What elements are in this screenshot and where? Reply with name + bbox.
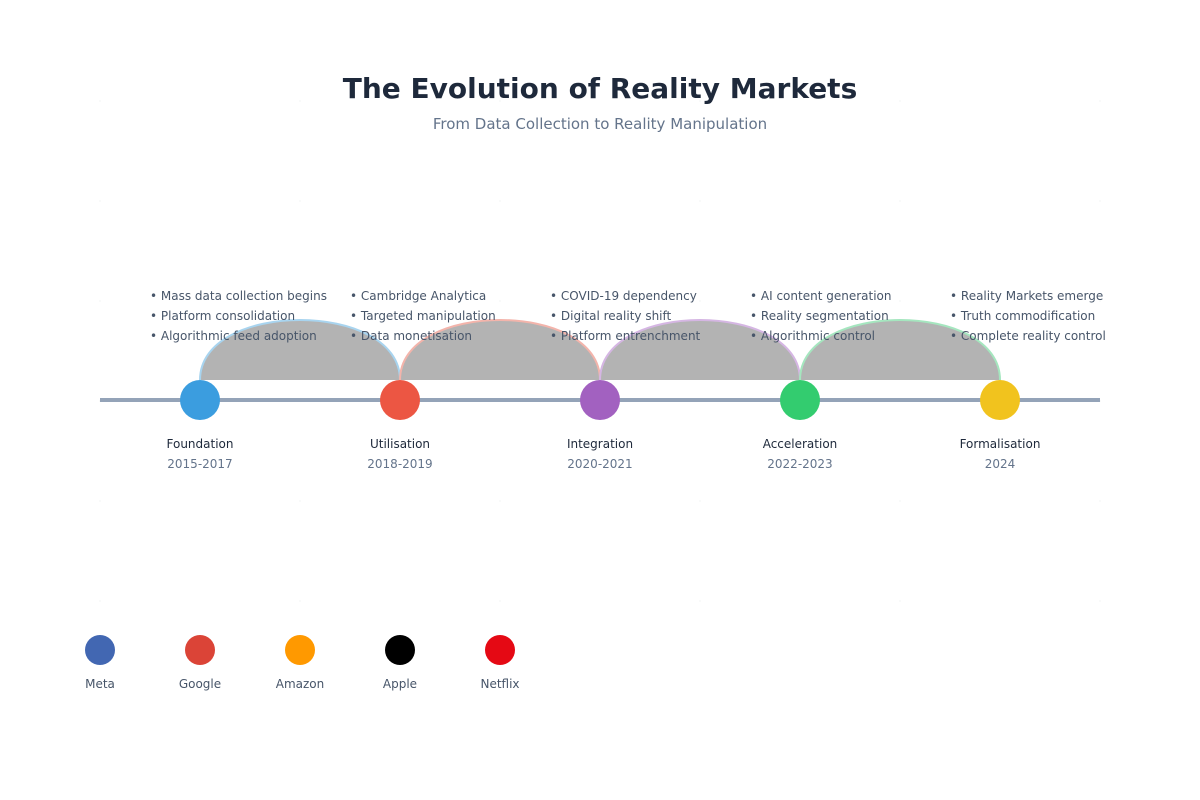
company-legend-dots	[85, 635, 515, 665]
bullet-text: • Platform consolidation	[150, 309, 296, 323]
phase-name-utilisation: Utilisation	[369, 437, 431, 451]
phase-name-foundation: Foundation	[166, 437, 234, 451]
bullet-text: • Truth commodification	[950, 309, 1096, 323]
phase-name-integration: Integration	[566, 437, 634, 451]
company-dot-apple	[385, 635, 415, 665]
page-title: The Evolution of Reality Markets	[342, 72, 858, 105]
bullet-text: • AI content generation	[750, 289, 892, 303]
phase-name-formalisation: Formalisation	[959, 437, 1041, 451]
phase-bullets-utilisation: • Cambridge Analytica • Targeted manipul…	[350, 286, 550, 346]
phase-years-foundation: 2015-2017	[167, 457, 233, 471]
phase-nodes	[180, 380, 1020, 420]
bullet-text: • Reality segmentation	[750, 309, 889, 323]
phase-arc-outline	[199, 319, 401, 381]
company-dot-meta	[85, 635, 115, 665]
page-subtitle: From Data Collection to Reality Manipula…	[432, 115, 768, 133]
company-dot-netflix	[485, 635, 515, 665]
phase-arc-fill	[600, 320, 800, 380]
phase-arc-fill	[400, 320, 600, 380]
phase-node-utilisation	[380, 380, 420, 420]
phase-arc-outline	[599, 319, 801, 381]
company-dot-google	[185, 635, 215, 665]
phase-arc-fill	[200, 320, 400, 380]
bullet-text: • Reality Markets emerge	[950, 289, 1104, 303]
bullet-text: • Algorithmic control	[750, 329, 876, 343]
phase-node-foundation	[180, 380, 220, 420]
phase-arcs	[199, 319, 1001, 381]
company-label-meta: Meta	[85, 677, 115, 691]
company-dot-amazon	[285, 635, 315, 665]
phase-years-utilisation: 2018-2019	[367, 457, 433, 471]
company-label-netflix: Netflix	[480, 677, 520, 691]
bullet-text: • Platform entrenchment	[550, 329, 701, 343]
phase-years-integration: 2020-2021	[567, 457, 633, 471]
phase-bullets-foundation: • Mass data collection begins • Platform…	[150, 286, 350, 346]
phase-bullets-integration: • COVID-19 dependency • Digital reality …	[550, 286, 750, 346]
phase-years-formalisation: 2024	[984, 457, 1016, 471]
bullet-text: • Targeted manipulation	[350, 309, 496, 323]
phase-arc-outline	[399, 319, 601, 381]
bullet-text: • Mass data collection begins	[150, 289, 327, 303]
bullet-text: • Cambridge Analytica	[350, 289, 487, 303]
bullet-text: • Digital reality shift	[550, 309, 672, 323]
bullet-text: • COVID-19 dependency	[550, 289, 697, 303]
phase-bullets-acceleration: • AI content generation • Reality segmen…	[750, 286, 950, 346]
company-label-google: Google	[178, 677, 222, 691]
phase-arc-fill	[800, 320, 1000, 380]
company-label-amazon: Amazon	[275, 677, 325, 691]
phase-node-acceleration	[780, 380, 820, 420]
phase-bullets-formalisation: • Reality Markets emerge • Truth commodi…	[950, 286, 1150, 346]
company-label-apple: Apple	[382, 677, 418, 691]
bullet-text: • Algorithmic feed adoption	[150, 329, 317, 343]
bullet-text: • Complete reality control	[950, 329, 1106, 343]
phase-arc-outline	[799, 319, 1001, 381]
phase-years-acceleration: 2022-2023	[767, 457, 833, 471]
phase-name-acceleration: Acceleration	[762, 437, 838, 451]
phase-node-formalisation	[980, 380, 1020, 420]
bullet-text: • Data monetisation	[350, 329, 473, 343]
phase-node-integration	[580, 380, 620, 420]
